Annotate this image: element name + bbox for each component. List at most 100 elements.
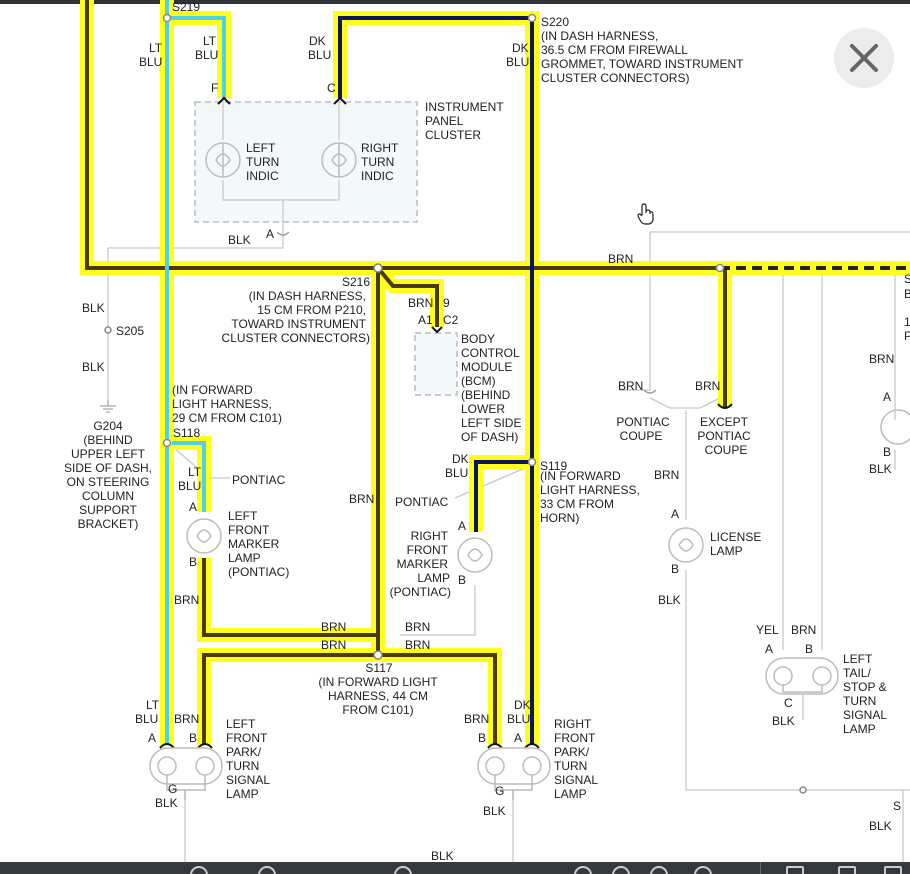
- s117-desc-3: FROM C101): [342, 703, 413, 717]
- right-park-5: SIGNAL: [554, 773, 598, 787]
- wire-dk-blu-2a: DK: [512, 41, 529, 55]
- g204-label-6: COLUMN: [82, 489, 134, 503]
- left-marker-5: (PONTIAC): [228, 565, 289, 579]
- wire-brn-s117-4: BRN: [405, 638, 430, 652]
- toolbar-button-6[interactable]: [650, 866, 668, 874]
- wire-blk-s205-bottom: BLK: [82, 360, 105, 374]
- wire-lt-blu-1b: BLU: [139, 55, 162, 69]
- right-park-4: TURN: [554, 759, 587, 773]
- wire-lt-blu-2a: LT: [203, 34, 217, 48]
- g204-label-5: ON STEERING: [67, 475, 150, 489]
- pin-a-right-park: A: [514, 731, 522, 745]
- right-marker-3: MARKER: [397, 557, 449, 571]
- pin-b-right-marker: B: [458, 573, 466, 587]
- license-1: LICENSE: [710, 530, 761, 544]
- ground-g204-symbol: [100, 400, 116, 413]
- wire-dk-blu-1a: DK: [309, 34, 326, 48]
- right-turn-indic-3: INDIC: [361, 169, 394, 183]
- bcm-label-6: LOWER: [461, 402, 505, 416]
- bottom-toolbar: [0, 862, 910, 874]
- splice-s219-label: S219: [172, 0, 200, 14]
- toolbar-button-1[interactable]: [190, 866, 208, 874]
- toolbar-button-3[interactable]: [394, 866, 412, 874]
- left-tail-5: SIGNAL: [843, 708, 887, 722]
- pin-f: F: [211, 81, 218, 95]
- edge-text-s2: S: [893, 799, 901, 813]
- s216-desc-4: CLUSTER CONNECTORS): [222, 331, 370, 345]
- cluster-label-2: PANEL: [425, 114, 464, 128]
- left-tail-6: LAMP: [843, 722, 876, 736]
- wire-brn-left-marker: BRN: [174, 593, 199, 607]
- wire-blk-license: BLK: [658, 593, 681, 607]
- g204-label-1: G204: [93, 419, 123, 433]
- toolbar-button-7[interactable]: [694, 866, 712, 874]
- close-button[interactable]: [834, 28, 894, 88]
- splice-s117-label: S117: [365, 661, 392, 675]
- wire-blk-left-park: BLK: [155, 796, 178, 810]
- right-park-2: FRONT: [554, 731, 596, 745]
- pin-a-cluster: A: [266, 227, 274, 241]
- g204-label-2: (BEHIND: [83, 433, 133, 447]
- light-blue-wires: [165, 0, 226, 745]
- wire-brn-s117-2: BRN: [321, 638, 346, 652]
- pin-b-left-park: B: [189, 731, 197, 745]
- splice-s119-label: S119: [540, 459, 567, 473]
- bulb-left-turn-indic: [205, 142, 241, 178]
- except-pontiac-3: COUPE: [705, 443, 748, 457]
- left-park-4: TURN: [226, 759, 259, 773]
- right-marker-5: (PONTIAC): [390, 585, 451, 599]
- toolbar-button-10[interactable]: [884, 866, 902, 874]
- splice-dots: [104, 13, 807, 794]
- wire-yel-tail: YEL: [756, 623, 779, 637]
- bcm-label-5: (BEHIND: [461, 388, 511, 402]
- left-park-1: LEFT: [226, 717, 256, 731]
- left-turn-indic-3: INDIC: [246, 169, 279, 183]
- wire-lt-blu-2b: BLU: [195, 48, 218, 62]
- wire-brn-tail: BRN: [791, 623, 816, 637]
- toolbar-button-8[interactable]: [786, 866, 804, 874]
- wire-dk-blu-3a: DK: [452, 452, 469, 466]
- pin-9-bcm: 9: [443, 296, 450, 310]
- lamp-right-park: [477, 747, 551, 800]
- wire-blk-right-edge: BLK: [869, 462, 892, 476]
- left-park-5: SIGNAL: [226, 773, 270, 787]
- wire-brn-s117-3: BRN: [405, 620, 430, 634]
- edge-text-b: B: [904, 287, 910, 301]
- left-marker-4: LAMP: [228, 551, 261, 565]
- bcm-label-1: BODY: [461, 332, 495, 346]
- left-park-6: LAMP: [226, 787, 259, 801]
- s119-desc-1: (IN FORWARD: [540, 469, 621, 483]
- pin-a-right-marker: A: [458, 519, 466, 533]
- wire-brn-bcm: BRN: [408, 296, 433, 310]
- wire-dk-blu-2b: BLU: [506, 55, 529, 69]
- instrument-cluster-box: [194, 101, 418, 223]
- cluster-label-1: INSTRUMENT: [425, 100, 504, 114]
- lamp-left-tail: [765, 657, 839, 695]
- toolbar-button-4[interactable]: [574, 866, 592, 874]
- toolbar-button-2[interactable]: [258, 866, 276, 874]
- s117-desc-1: (IN FORWARD LIGHT: [318, 675, 438, 689]
- s220-desc-4: CLUSTER CONNECTORS): [541, 71, 689, 85]
- bcm-label-2: CONTROL: [461, 346, 520, 360]
- toolbar-button-9[interactable]: [838, 866, 856, 874]
- s216-desc-2: 15 CM FROM P210,: [257, 303, 366, 317]
- top-window-strip: [0, 0, 910, 4]
- s216-desc-3: TOWARD INSTRUMENT: [231, 317, 366, 331]
- hand-pointer-icon: [637, 203, 654, 225]
- toolbar-button-5[interactable]: [612, 866, 630, 874]
- wire-lt-blu-3a: LT: [188, 465, 202, 479]
- edge-text-1: 1: [904, 315, 910, 329]
- bcm-label-7: LEFT SIDE: [461, 416, 521, 430]
- dark-blue-wires: [338, 16, 534, 745]
- g204-label-7: SUPPORT: [79, 503, 137, 517]
- s119-desc-3: 33 CM FROM: [540, 497, 614, 511]
- brown-wires: [85, 0, 727, 745]
- wire-brn-except: BRN: [695, 379, 720, 393]
- splice-s118-label: S118: [173, 426, 200, 440]
- wire-blk-bottom: BLK: [431, 849, 454, 863]
- s220-desc-3: GROMMET, TOWARD INSTRUMENT: [541, 57, 744, 71]
- bulb-license: [668, 527, 704, 563]
- s220-desc-2: 36.5 CM FROM FIREWALL: [541, 43, 688, 57]
- wire-brn-right-edge: BRN: [869, 352, 894, 366]
- wire-brn-pontiac-coupe: BRN: [618, 379, 643, 393]
